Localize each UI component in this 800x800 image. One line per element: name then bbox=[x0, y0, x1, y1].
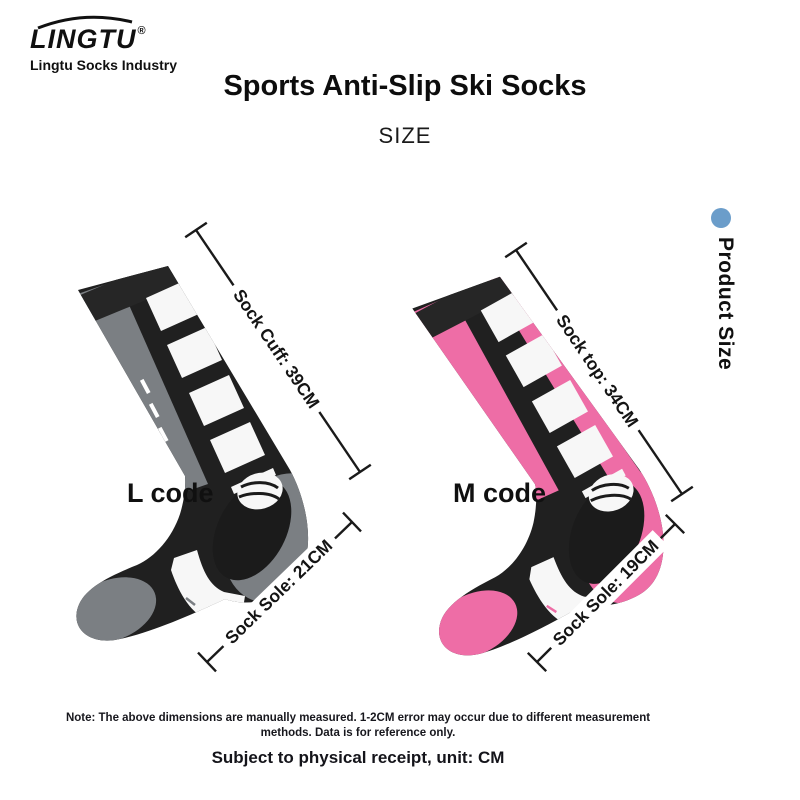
page-title: Sports Anti-Slip Ski Socks bbox=[223, 70, 587, 102]
note-line-1: Note: The above dimensions are manually … bbox=[65, 712, 651, 724]
section-label-product-size: Product Size bbox=[714, 237, 737, 371]
sock-toe-panel bbox=[430, 590, 518, 658]
section-dot-icon bbox=[711, 208, 731, 228]
page-subtitle: SIZE bbox=[378, 123, 432, 148]
brand-tagline: Lingtu Socks Industry bbox=[30, 57, 178, 73]
logo-wordmark: LINGTU® bbox=[30, 14, 177, 53]
registered-mark: ® bbox=[137, 25, 147, 37]
sock-body bbox=[408, 264, 673, 658]
footer-emphasis: Subject to physical receipt, unit: CM bbox=[211, 748, 505, 767]
sock-photo-m bbox=[408, 264, 673, 658]
brand-logo: LINGTU® Lingtu Socks Industry bbox=[30, 14, 177, 73]
sock-cuff bbox=[408, 264, 519, 349]
size-code-m: M code bbox=[453, 478, 547, 508]
sock-toe-panel bbox=[76, 577, 157, 641]
logo-swoosh-icon bbox=[37, 15, 133, 30]
sock-cuff bbox=[76, 266, 185, 330]
logo-text: LINGTU bbox=[30, 24, 137, 54]
sock-heel-patch bbox=[237, 472, 283, 510]
size-code-l: L code bbox=[127, 478, 214, 508]
note-line-2: methods. Data is for reference only. bbox=[260, 727, 456, 739]
footer-note: Note: The above dimensions are manually … bbox=[0, 711, 758, 768]
